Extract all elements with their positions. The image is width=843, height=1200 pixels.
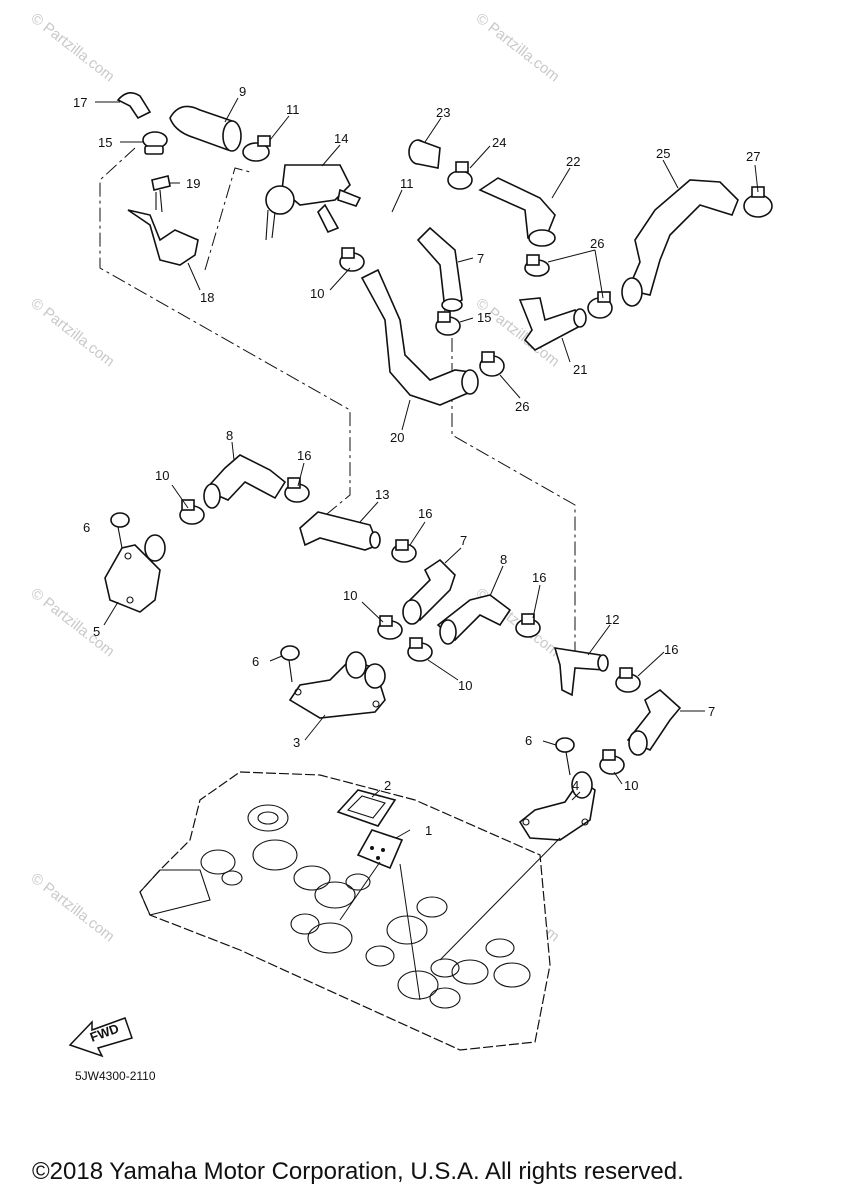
callout-10: 10 (458, 678, 472, 693)
part-15-clamp-left (142, 131, 168, 155)
callout-6: 6 (525, 733, 532, 748)
fwd-arrow-icon: FWD (68, 1017, 133, 1058)
callout-20: 20 (390, 430, 404, 445)
part-8-hose-middle (436, 594, 512, 645)
part-4-reed-cover (518, 771, 596, 841)
callout-7: 7 (477, 251, 484, 266)
part-14-air-cut-valve (265, 164, 362, 241)
callout-26: 26 (515, 399, 529, 414)
callout-2: 2 (384, 778, 391, 793)
part-6-bolt-middle (280, 645, 300, 683)
part-26-clamp-lower (479, 351, 505, 377)
part-10-clamp-left (179, 499, 205, 525)
callout-19: 19 (186, 176, 200, 191)
callout-9: 9 (239, 84, 246, 99)
part-26-clamp-right (587, 291, 613, 319)
callout-numbers: 17 15 9 11 14 19 18 11 10 23 24 22 7 15 … (73, 84, 760, 838)
part-20-hose (360, 268, 479, 406)
callout-16: 16 (532, 570, 546, 585)
callout-25: 25 (656, 146, 670, 161)
callout-24: 24 (492, 135, 506, 150)
part-18-bracket (127, 209, 199, 266)
callout-23: 23 (436, 105, 450, 120)
callout-15: 15 (477, 310, 491, 325)
callout-3: 3 (293, 735, 300, 750)
part-7-hose-upper (416, 226, 463, 312)
part-16-clamp-left (284, 477, 310, 503)
copyright-text: ©2018 Yamaha Motor Corporation, U.S.A. A… (32, 1158, 684, 1185)
callout-10: 10 (310, 286, 324, 301)
part-9-hose (169, 105, 242, 152)
callout-7: 7 (708, 704, 715, 719)
part-19-bolt (151, 175, 171, 213)
callout-11: 11 (400, 176, 414, 191)
callout-8: 8 (226, 428, 233, 443)
part-15-clamp-middle (435, 311, 461, 336)
part-10-clamp-upper (339, 247, 365, 272)
callout-11: 11 (286, 102, 300, 117)
callout-10: 10 (155, 468, 169, 483)
part-8-hose-left (203, 454, 287, 509)
callout-21: 21 (573, 362, 587, 377)
watermark-text: © Partzilla.com (28, 585, 118, 661)
callout-5: 5 (93, 624, 100, 639)
part-26-clamp-upper (524, 254, 550, 277)
watermark-text: © Partzilla.com (28, 10, 118, 86)
watermark-text: © Partzilla.com (473, 10, 563, 86)
part-21-joint (518, 297, 587, 351)
diagram-code: 5JW4300-2110 (75, 1069, 156, 1083)
part-6-bolt-left (110, 512, 130, 549)
callout-14: 14 (334, 131, 348, 146)
callout-10: 10 (624, 778, 638, 793)
part-12-pipe (553, 647, 609, 697)
part-24-clamp (447, 161, 473, 190)
part-7-hose-middle (402, 558, 456, 625)
callout-15: 15 (98, 135, 112, 150)
part-3-reed-cover (288, 651, 386, 719)
part-10-clamp-right (599, 749, 625, 775)
part-13-pipe (299, 511, 381, 551)
watermark-text: © Partzilla.com (28, 870, 118, 946)
part-5-reed-cover (104, 534, 166, 613)
part-10-clamp-middle (377, 615, 403, 640)
part-17-clip (116, 92, 152, 120)
part-6-bolt-right (555, 737, 575, 776)
part-22-joint (478, 177, 556, 247)
part-25-hose (621, 179, 739, 307)
callout-17: 17 (73, 95, 87, 110)
part-11-clamp-upper (242, 135, 271, 162)
part-10-clamp-mid-lower (407, 637, 433, 662)
part-7-hose-right (626, 688, 682, 756)
callout-6: 6 (83, 520, 90, 535)
callout-22: 22 (566, 154, 580, 169)
callout-12: 12 (605, 612, 619, 627)
callout-10: 10 (343, 588, 357, 603)
callout-8: 8 (500, 552, 507, 567)
callout-6: 6 (252, 654, 259, 669)
part-16-clamp-right (615, 667, 641, 693)
callout-18: 18 (200, 290, 214, 305)
part-2-gasket (336, 789, 397, 827)
callout-16: 16 (297, 448, 311, 463)
part-23-cap (408, 139, 441, 169)
cylinder-head-cover (139, 771, 551, 1051)
leader-lines (95, 97, 759, 1001)
callout-16: 16 (418, 506, 432, 521)
part-16-clamp-mid-right (515, 613, 541, 638)
routing-lines (99, 147, 576, 655)
callout-7: 7 (460, 533, 467, 548)
part-16-clamp-middle (391, 539, 417, 563)
watermark-text: © Partzilla.com (28, 295, 118, 371)
callout-26: 26 (590, 236, 604, 251)
callout-1: 1 (425, 823, 432, 838)
callout-27: 27 (746, 149, 760, 164)
callout-16: 16 (664, 642, 678, 657)
callout-4: 4 (572, 778, 579, 793)
callout-13: 13 (375, 487, 389, 502)
